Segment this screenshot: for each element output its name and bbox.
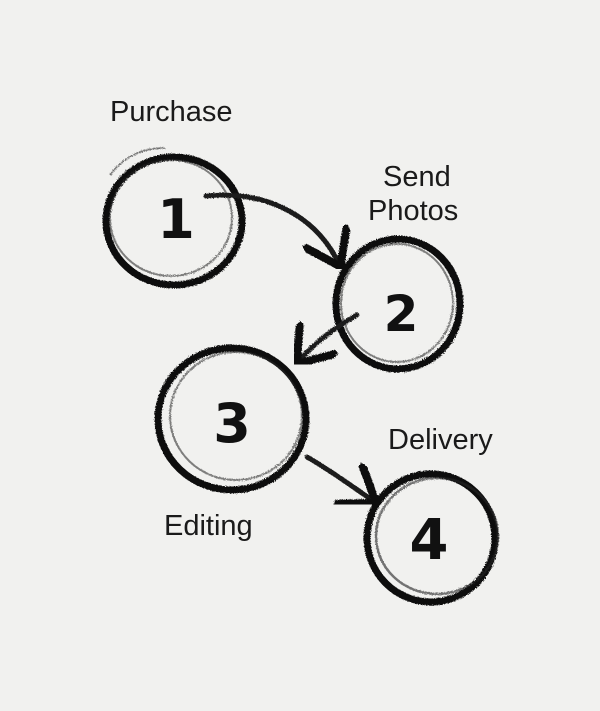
step-3-label: Editing [164, 510, 253, 542]
step-2-label-line1: Send [383, 161, 451, 193]
step-4-number: 4 [410, 508, 449, 573]
step-3-number: 3 [213, 392, 251, 455]
arrow-1-to-2 [203, 192, 338, 262]
step-2-label-line2: Photos [368, 195, 459, 227]
step-4-label: Delivery [388, 424, 493, 456]
arrow-3-to-4 [304, 454, 372, 500]
step-3-circle [154, 344, 310, 494]
step-4-circle [363, 470, 500, 606]
arrow-2-to-3 [300, 312, 360, 360]
step-1-number: 1 [157, 188, 195, 251]
step-2-number: 2 [384, 285, 419, 343]
step-1-circle [102, 147, 246, 289]
step-2-circle [332, 235, 464, 373]
step-1-label: Purchase [110, 96, 233, 128]
